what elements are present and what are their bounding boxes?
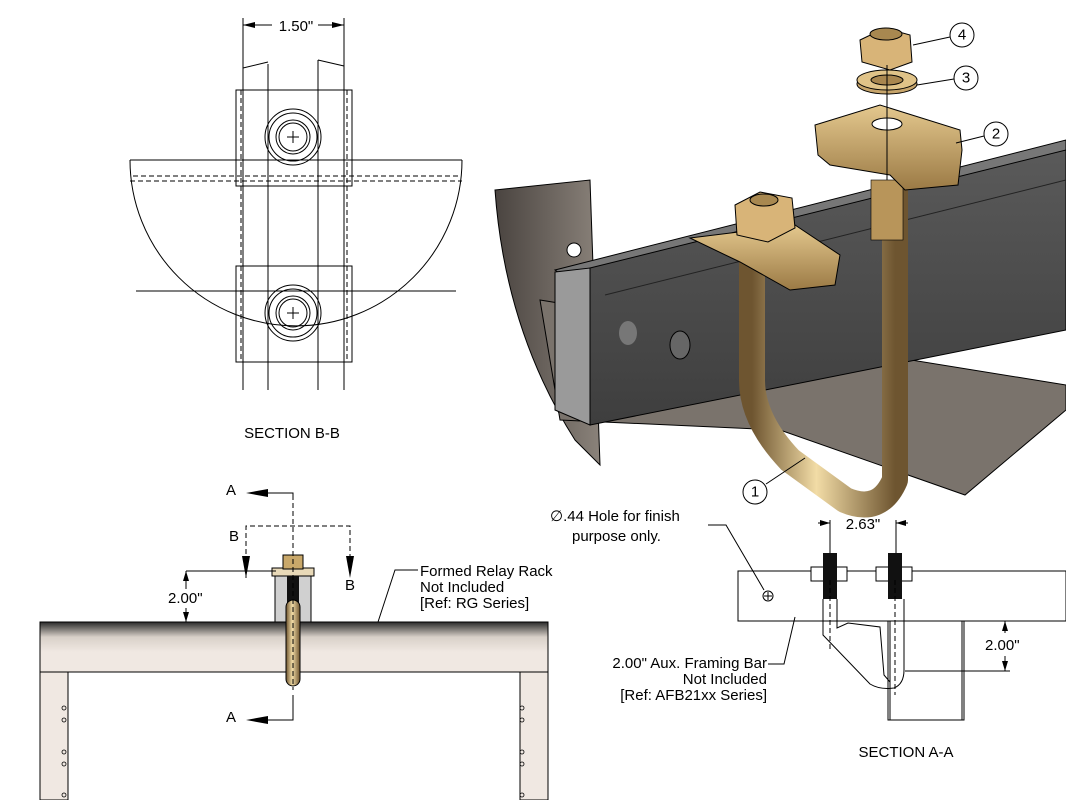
isometric-view: 4 3 2 1	[494, 22, 1066, 518]
balloon-1: 1	[742, 457, 806, 505]
balloon-4: 4	[912, 22, 975, 48]
clamp-bracket-exploded	[814, 104, 963, 191]
section-aa-spacing-dimension: 2.63"	[846, 516, 881, 533]
svg-text:2.00" Aux. Framing Bar: 2.00" Aux. Framing Bar	[612, 655, 767, 672]
section-aa-height-dimension: 2.00"	[985, 637, 1020, 654]
cut-label-a-top: A	[226, 482, 236, 499]
note-relay-rack: Formed Relay Rack Not Included [Ref: RG …	[420, 563, 553, 612]
section-aa-view: 2.63" 2.00" ∅.44 Hole for finish purpos	[550, 508, 1066, 761]
svg-text:purpose only.: purpose only.	[572, 528, 661, 545]
balloon-3: 3	[916, 65, 979, 91]
svg-text:2: 2	[992, 126, 1000, 143]
svg-text:∅.44 Hole for finish: ∅.44 Hole for finish	[550, 508, 680, 525]
cut-label-b-right: B	[345, 577, 355, 594]
finish-hole	[762, 590, 774, 602]
svg-text:[Ref: AFB21xx Series]: [Ref: AFB21xx Series]	[620, 687, 767, 704]
section-bb-title: SECTION B-B	[244, 425, 340, 442]
dimension-label: 1.50"	[279, 18, 314, 35]
section-bb-view: 1.50"	[129, 18, 463, 442]
j-bolt	[739, 180, 908, 518]
svg-text:[Ref: RG Series]: [Ref: RG Series]	[420, 595, 529, 612]
note-hole: ∅.44 Hole for finish purpose only.	[550, 508, 680, 545]
balloon-2: 2	[955, 121, 1009, 147]
relay-rack-left-upright	[39, 671, 69, 800]
nut-top-view	[264, 108, 322, 166]
cut-label-b-left: B	[229, 528, 239, 545]
svg-text:4: 4	[958, 27, 966, 44]
section-boundary	[129, 159, 463, 327]
relay-rack-right-upright	[519, 671, 549, 800]
svg-text:Not Included: Not Included	[420, 579, 504, 596]
installed-nut	[734, 191, 796, 243]
svg-text:1: 1	[751, 484, 759, 501]
nut-bottom-view	[264, 284, 322, 342]
svg-text:3: 3	[962, 70, 970, 87]
svg-text:Formed Relay Rack: Formed Relay Rack	[420, 563, 553, 580]
dimension-width: 1.50"	[242, 18, 345, 70]
front-view: A A B B 2.00" Formed Relay Rack Not Incl…	[39, 482, 553, 800]
cut-label-a-bottom: A	[226, 709, 236, 726]
section-aa-title: SECTION A-A	[858, 744, 953, 761]
svg-text:Not Included: Not Included	[683, 671, 767, 688]
note-framing-bar: 2.00" Aux. Framing Bar Not Included [Ref…	[612, 655, 767, 704]
front-height-dimension: 2.00"	[168, 590, 203, 607]
framing-bar-end	[554, 267, 591, 426]
